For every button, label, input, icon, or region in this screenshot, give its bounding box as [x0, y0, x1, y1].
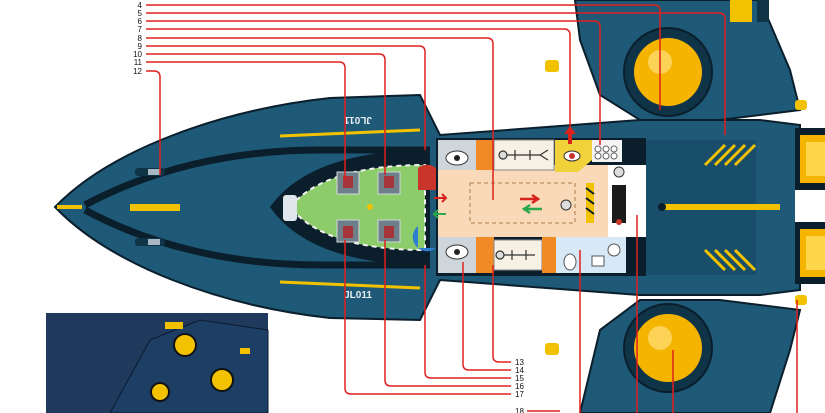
callout-number: 5	[138, 9, 143, 18]
pilot-seat-1	[336, 171, 360, 195]
hull-marking-lower: JL011	[344, 290, 372, 301]
cockpit-arrow-red	[434, 193, 448, 203]
airlock-door	[585, 183, 595, 223]
hull-stripe-lower	[279, 280, 421, 290]
nose-trim-lower	[83, 206, 430, 269]
callout-leader-line	[462, 262, 511, 371]
toilet	[563, 253, 577, 271]
callout-number: 8	[138, 34, 143, 43]
callout-number-partial: 18	[515, 407, 524, 413]
spacecraft-model-photo-inset	[46, 313, 269, 413]
callout-number: 15	[515, 374, 524, 383]
callout-leader-line	[492, 265, 511, 363]
cockpit-arrow-green	[432, 209, 446, 219]
thruster-gap	[795, 190, 825, 222]
vent-stripes-upper	[703, 143, 757, 167]
cabin-floor	[438, 165, 608, 237]
callout-number: 6	[138, 17, 143, 26]
callout-number: 11	[134, 58, 143, 67]
nose-yellow-strip	[130, 204, 180, 211]
direction-arrows	[520, 193, 542, 215]
callout-leader-line	[146, 28, 571, 140]
callout-leader-line	[146, 70, 161, 175]
sensor-pod-upper	[135, 168, 165, 176]
center-yellow-stripe	[660, 204, 780, 210]
callout-leader-line	[146, 61, 346, 180]
hatch-red-button	[616, 219, 622, 225]
nose-tip-strip	[57, 205, 82, 209]
callout-leader-line	[146, 20, 601, 145]
pilot-seat-3	[336, 219, 360, 243]
pilot-seat-2	[377, 171, 401, 195]
light-right-bottom	[795, 295, 807, 305]
callout-number: 13	[515, 358, 524, 367]
hatch-dark	[612, 185, 626, 223]
callout-leader-line	[146, 4, 661, 110]
center-stripe-cap	[658, 203, 666, 211]
light-wing-bottom	[545, 343, 559, 355]
crew-figure-bottom	[495, 250, 535, 260]
cabin-center-dashed	[469, 182, 576, 224]
hull-stripe-upper	[279, 128, 421, 138]
wing-stripe-top-2	[757, 0, 769, 22]
callout-leader-line	[146, 37, 494, 200]
hull-marking-upper: JL011	[344, 114, 372, 125]
hatch-crew	[613, 166, 625, 178]
callout-leader-line	[146, 45, 426, 150]
seat-block-bottom-right	[542, 237, 556, 273]
callout-leader-line	[424, 265, 511, 379]
sink	[591, 255, 605, 267]
light-right-top	[795, 100, 807, 110]
seated-crew-center	[560, 199, 572, 211]
callout-leader-line	[146, 53, 386, 175]
seat-block-top	[476, 140, 494, 170]
callout-number: 10	[133, 50, 142, 59]
cockpit-window-left	[283, 195, 297, 221]
vent-stripes-lower	[703, 248, 757, 272]
nose-trim-upper	[83, 146, 430, 209]
callout-number: 12	[133, 67, 142, 76]
shower	[607, 243, 621, 257]
engine-lower	[623, 303, 713, 393]
hatch-red	[418, 164, 442, 190]
engine-upper	[623, 27, 713, 117]
hatch-blue	[412, 226, 436, 252]
storage-cans	[594, 145, 618, 160]
sensor-pod-lower	[135, 238, 165, 246]
callout-number: 7	[138, 25, 143, 34]
light-wing-top	[545, 60, 559, 72]
callout-number: 4	[138, 1, 143, 10]
thruster-upper	[795, 128, 825, 190]
callout-number: 14	[515, 366, 524, 375]
thruster-lower	[795, 222, 825, 284]
cockpit-center-light	[367, 204, 373, 210]
callout-leader-line	[384, 240, 511, 387]
callout-number: 16	[515, 382, 524, 391]
pilot-seat-4	[377, 219, 401, 243]
seat-block-bottom-left	[476, 237, 494, 273]
wing-stripe-top	[730, 0, 752, 22]
crew-figure-top	[498, 149, 549, 161]
callout-number: 9	[138, 42, 143, 51]
callout-leader-line	[146, 12, 726, 135]
callout-number: 17	[515, 390, 524, 399]
callout-leader-line	[344, 240, 511, 395]
